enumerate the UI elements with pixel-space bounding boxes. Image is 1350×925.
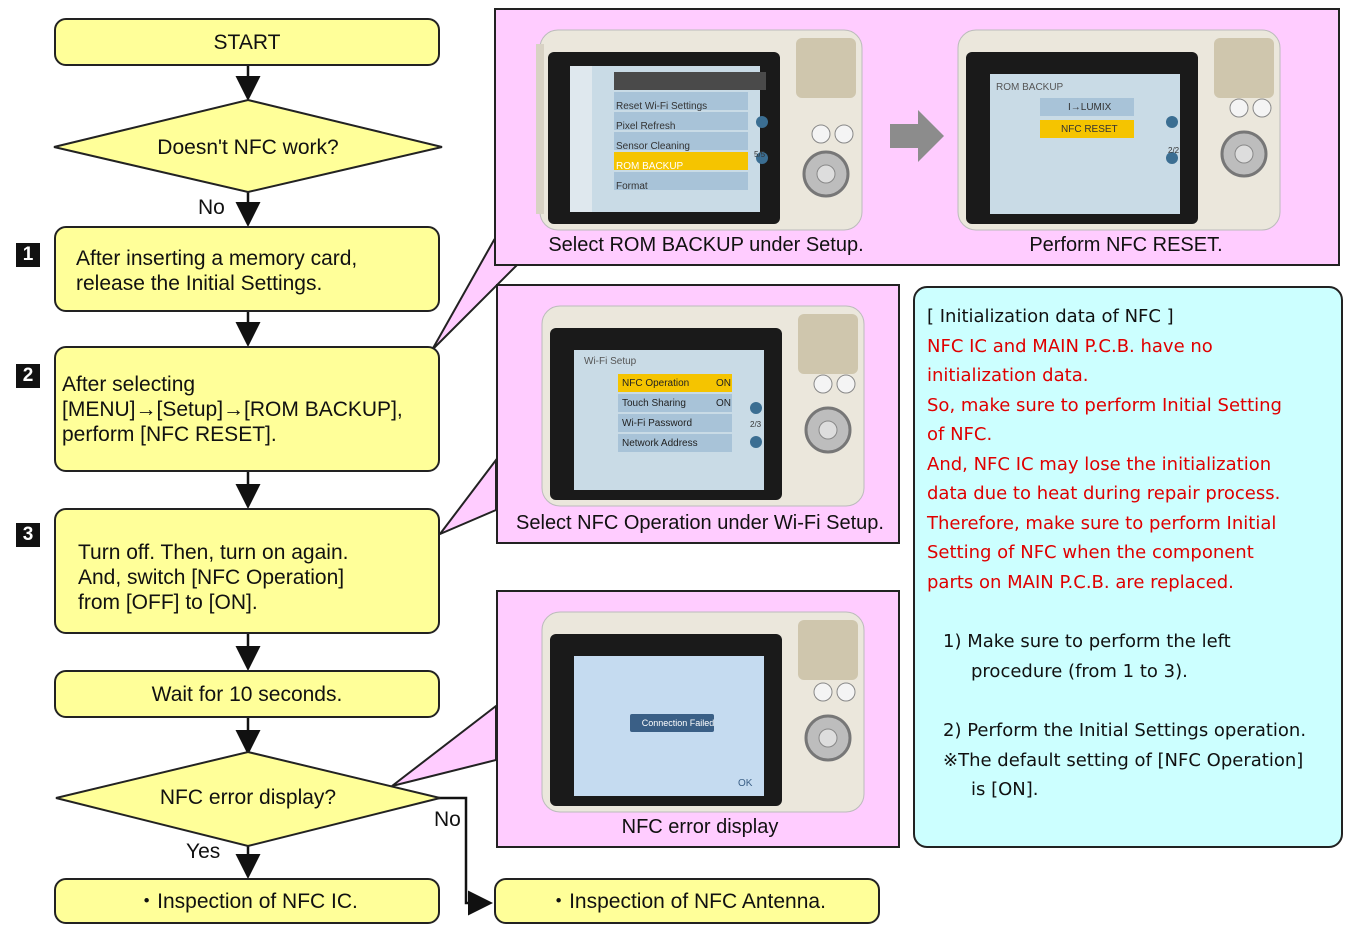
error-caption: NFC error display <box>621 816 779 838</box>
camera-wifi-setup <box>541 305 865 507</box>
decision1-diamond <box>53 98 443 194</box>
start-box: START <box>54 18 440 66</box>
wifi-title: Wi-Fi Setup <box>584 356 637 367</box>
wifi-page: 2/3 <box>750 420 762 429</box>
setup-menu-item-selected: ROM BACKUP <box>616 161 684 172</box>
note-red-line: Therefore, make sure to perform Initial <box>927 512 1277 534</box>
setup-menu-item: Format <box>616 181 648 192</box>
setup-caption-right: Perform NFC RESET. <box>1029 234 1223 256</box>
wifi-item-value: ON <box>716 378 731 389</box>
setup-panel: Reset Wi-Fi Settings Pixel Refresh Senso… <box>494 8 1340 266</box>
decision1-no-label: No <box>198 196 225 219</box>
arrow-decision2-no <box>438 796 493 916</box>
setup-menu-page: 5/5 <box>754 150 766 159</box>
note-red-line: So, make sure to perform Initial Setting <box>927 394 1282 416</box>
callout-decision2 <box>391 703 497 787</box>
rom-page: 2/2 <box>1168 146 1180 155</box>
end-no-label: ・Inspection of NFC Antenna. <box>548 889 826 913</box>
wifi-caption: Select NFC Operation under Wi-Fi Setup. <box>516 512 884 534</box>
wifi-item-value: ON <box>716 398 731 409</box>
rom-item-selected: NFC RESET <box>1061 124 1118 135</box>
step2-line: perform [NFC RESET]. <box>62 423 277 446</box>
end-yes-label: ・Inspection of NFC IC. <box>136 889 358 913</box>
decision2-no-label: No <box>434 808 461 831</box>
wait-box: Wait for 10 seconds. <box>54 670 440 718</box>
wifi-item-label: Network Address <box>622 438 698 449</box>
decision2-label: NFC error display? <box>159 786 337 809</box>
decision2-yes-label: Yes <box>186 840 221 863</box>
note-item1-cont: procedure (from 1 to 3). <box>971 660 1188 682</box>
note-red-line: of NFC. <box>927 424 993 445</box>
wifi-panel: Wi-Fi Setup NFC Operation ON Touch Shari… <box>496 284 900 544</box>
error-panel: Connection Failed OK NFC error display <box>496 590 900 848</box>
wifi-item-label: Touch Sharing <box>622 398 686 409</box>
note-item2: 2) Perform the Initial Settings operatio… <box>943 720 1307 741</box>
step1-number: 1 <box>16 243 40 267</box>
note-red-line: parts on MAIN P.C.B. are replaced. <box>927 571 1234 593</box>
step1-box: After inserting a memory card, release t… <box>54 226 440 312</box>
camera-nfc-error <box>541 611 865 813</box>
rom-backup-title: ROM BACKUP <box>996 82 1064 93</box>
camera-setup-menu <box>536 29 863 231</box>
setup-caption-left: Select ROM BACKUP under Setup. <box>548 234 864 256</box>
setup-menu-item: Pixel Refresh <box>616 121 676 132</box>
step1-line: release the Initial Settings. <box>76 272 323 295</box>
wifi-item-label: Wi-Fi Password <box>622 418 693 429</box>
camera-rom-backup <box>957 29 1281 231</box>
nfc-init-note: [ Initialization data of NFC ] NFC IC an… <box>913 286 1343 848</box>
end-no-box: ・Inspection of NFC Antenna. <box>494 878 880 924</box>
wifi-item-label: NFC Operation <box>622 378 690 389</box>
note-red-line: NFC IC and MAIN P.C.B. have no <box>927 335 1213 357</box>
decision1-label: Doesn't NFC work? <box>157 136 339 159</box>
step2-line: After selecting <box>62 373 196 396</box>
note-red-line: data due to heat during repair process. <box>927 483 1281 504</box>
note-item1: 1) Make sure to perform the left <box>943 631 1231 652</box>
right-arrow-icon <box>890 110 944 162</box>
error-message: Connection Failed <box>641 718 715 728</box>
note-red-line: And, NFC IC may lose the initialization <box>927 453 1272 475</box>
setup-menu-item: Sensor Cleaning <box>616 141 690 152</box>
end-yes-box: ・Inspection of NFC IC. <box>54 878 440 924</box>
step2-line: [MENU]→[Setup]→[ROM BACKUP], <box>62 398 403 421</box>
wait-label: Wait for 10 seconds. <box>151 682 343 706</box>
step3-box: Turn off. Then, turn on again. And, swit… <box>54 508 440 634</box>
callout-step3 <box>436 457 497 537</box>
step2-number: 2 <box>16 364 40 388</box>
rom-item: I→LUMIX <box>1068 102 1112 113</box>
setup-menu-item: Reset Wi-Fi Settings <box>616 101 708 112</box>
step2-box: After selecting [MENU]→[Setup]→[ROM BACK… <box>54 346 440 472</box>
step3-line: And, switch [NFC Operation] <box>78 566 345 589</box>
step3-number: 3 <box>16 523 40 547</box>
step1-line: After inserting a memory card, <box>76 247 358 270</box>
note-title: [ Initialization data of NFC ] <box>927 306 1174 327</box>
note-red-line: Setting of NFC when the component <box>927 542 1254 563</box>
note-item3: ※The default setting of [NFC Operation] <box>943 749 1304 771</box>
decision2-diamond <box>55 750 441 848</box>
note-red-line: initialization data. <box>927 365 1089 386</box>
step3-line: from [OFF] to [ON]. <box>78 591 258 614</box>
start-label: START <box>213 30 281 54</box>
error-ok: OK <box>738 778 753 789</box>
note-item3-cont: is [ON]. <box>971 779 1039 800</box>
step3-line: Turn off. Then, turn on again. <box>78 541 349 564</box>
